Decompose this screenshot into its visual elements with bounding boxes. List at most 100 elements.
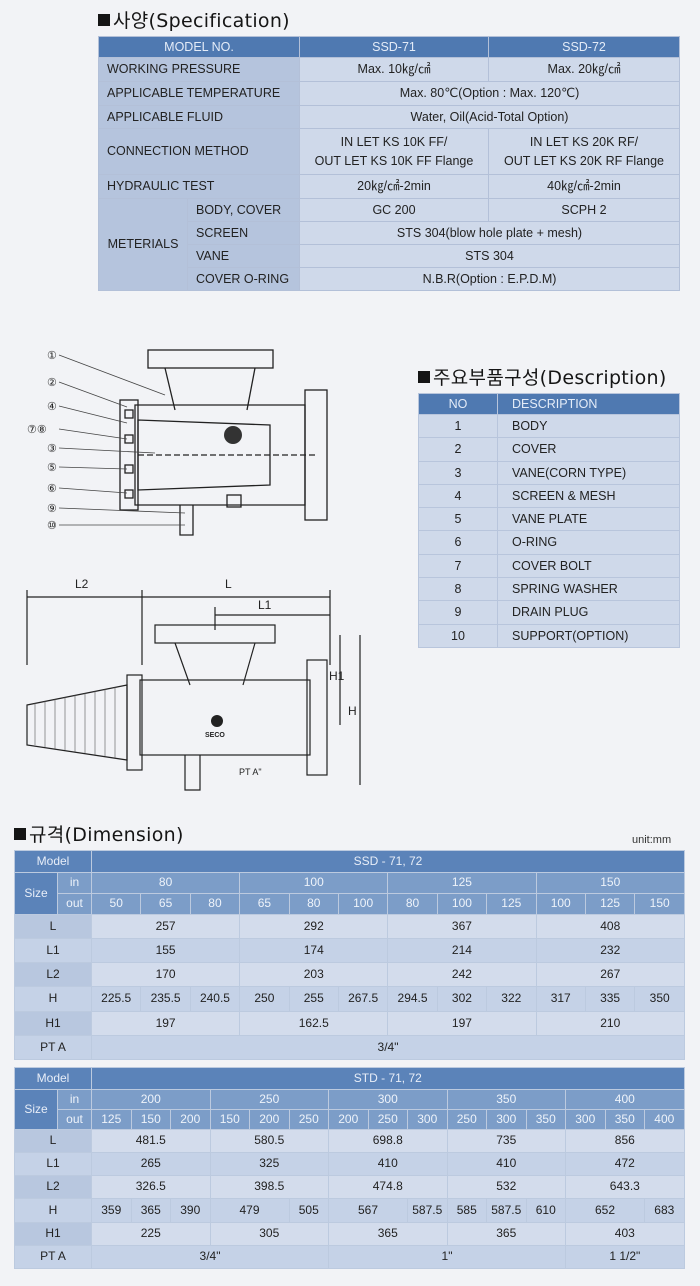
dim-cell: 408 xyxy=(535,914,686,939)
spec-value: Water, Oil(Acid-Total Option) xyxy=(299,105,680,129)
dim-out-size: 65 xyxy=(239,893,290,915)
dim-cell: 325 xyxy=(209,1152,329,1176)
dim-cell: 257 xyxy=(90,914,241,939)
dim-row-label: L xyxy=(14,1129,92,1153)
dim-row-label: H1 xyxy=(14,1222,92,1246)
spec-value: Max. 20㎏/㎠ xyxy=(488,57,680,82)
spec-header-ssd71: SSD-71 xyxy=(299,36,489,58)
desc-text: SUPPORT(OPTION) xyxy=(497,623,680,648)
dim-cell: 643.3 xyxy=(565,1175,685,1199)
dim-label-pta: PT A" xyxy=(239,767,262,777)
dim-out-size: 300 xyxy=(565,1109,606,1130)
dim-label-h1: H1 xyxy=(329,669,345,683)
dim-out-size: 150 xyxy=(130,1109,171,1130)
spec-header-ssd72: SSD-72 xyxy=(488,36,680,58)
dim-cell: 322 xyxy=(486,986,537,1012)
spec-label-cover-oring: COVER O-RING xyxy=(187,267,300,291)
spec-label-hydraulic-test: HYDRAULIC TEST xyxy=(98,174,300,199)
dim-cell: 410 xyxy=(446,1152,566,1176)
dim-in-size: 250 xyxy=(209,1089,329,1110)
dim-out-size: 350 xyxy=(525,1109,566,1130)
dim-size-label: Size xyxy=(14,872,58,915)
dim-in-size: 80 xyxy=(90,872,241,894)
desc-text: SCREEN & MESH xyxy=(497,483,680,509)
drawing-support xyxy=(179,505,194,536)
desc-text: VANE(CORN TYPE) xyxy=(497,460,680,485)
dim-model-label: Model xyxy=(14,1067,92,1090)
dim-cell: 292 xyxy=(239,914,389,939)
dim-in-size: 300 xyxy=(328,1089,448,1110)
dim-cell: 197 xyxy=(387,1011,537,1036)
dim-cell: 267 xyxy=(535,962,686,987)
dim-cell: 481.5 xyxy=(91,1129,211,1153)
dim-cell: 155 xyxy=(90,938,241,963)
spec-section-title: 사양(Specification) xyxy=(98,6,290,33)
dim-out-size: 250 xyxy=(288,1109,329,1130)
dim-cell: 235.5 xyxy=(140,986,191,1012)
spec-header-model: MODEL NO. xyxy=(98,36,300,58)
description-section-title: 주요부품구성(Description) xyxy=(418,363,667,390)
dim-cell: 479 xyxy=(209,1198,290,1223)
spec-label-working-pressure: WORKING PRESSURE xyxy=(98,57,300,82)
dim-label-l1: L1 xyxy=(258,598,272,612)
spec-label-materials: METERIALS xyxy=(98,198,188,291)
dim-cell: 225.5 xyxy=(90,986,142,1012)
dim-cell: 365 xyxy=(446,1222,566,1246)
dim-cell: 225 xyxy=(91,1222,211,1246)
dim-label-h: H xyxy=(348,704,357,718)
strainer-drawing: ① ② ④ ⑦⑧ ③ ⑤ ⑥ ⑨ ⑩ xyxy=(26,349,361,791)
dimension-section-title: 규격(Dimension) xyxy=(14,820,184,847)
dim-out-size: 125 xyxy=(584,893,636,915)
dim-cell: 683 xyxy=(644,1198,685,1223)
desc-text: COVER BOLT xyxy=(497,553,680,579)
dim-cell: 567 xyxy=(328,1198,408,1223)
dim-out-label: out xyxy=(57,893,92,915)
drawing-outlet-flange xyxy=(306,659,328,776)
desc-no: 1 xyxy=(418,413,498,439)
spec-value: Max. 10㎏/㎠ xyxy=(299,57,489,82)
spec-value: IN LET KS 20K RF/OUT LET KS 20K RF Flang… xyxy=(488,128,680,175)
dim-out-size: 200 xyxy=(249,1109,290,1130)
drawing-hole xyxy=(224,426,242,444)
dim-out-size: 80 xyxy=(189,893,241,915)
desc-header-no: NO xyxy=(418,393,498,415)
dim-cell: 242 xyxy=(387,962,537,987)
dim-out-size: 150 xyxy=(209,1109,250,1130)
dim-cell: 317 xyxy=(535,986,586,1012)
dim-cell: 698.8 xyxy=(328,1129,448,1153)
callout: ④ xyxy=(47,401,57,413)
dim-out-size: 400 xyxy=(644,1109,685,1130)
spec-value: N.B.R(Option : E.P.D.M) xyxy=(299,267,680,291)
callout: ③ xyxy=(47,443,57,455)
dim-cell: 255 xyxy=(288,986,339,1012)
desc-no: 7 xyxy=(418,553,498,579)
desc-no: 10 xyxy=(418,623,498,648)
dim-cell: 1 1/2" xyxy=(565,1245,685,1269)
drawing-bolt xyxy=(124,489,134,499)
dim-cell: 1" xyxy=(328,1245,566,1269)
dim-cell: 174 xyxy=(239,938,389,963)
dim-row-label: H1 xyxy=(14,1011,92,1036)
drawing-bolt xyxy=(124,409,134,419)
desc-no: 5 xyxy=(418,507,498,532)
dim-out-size: 300 xyxy=(486,1109,527,1130)
spec-label-screen: SCREEN xyxy=(187,221,300,245)
drawing-top-flange xyxy=(154,624,276,644)
dim-cell: 350 xyxy=(634,986,686,1012)
dim-cell: 856 xyxy=(565,1129,685,1153)
dim-out-size: 250 xyxy=(367,1109,408,1130)
drawing-neck xyxy=(164,367,256,411)
dim-row-label: PT A xyxy=(14,1035,92,1060)
dim-cell: 585 xyxy=(446,1198,487,1223)
desc-no: 4 xyxy=(418,483,498,509)
drawing-vane xyxy=(137,419,271,491)
dim-cell: 214 xyxy=(387,938,537,963)
dim-out-size: 300 xyxy=(407,1109,448,1130)
desc-text: VANE PLATE xyxy=(497,507,680,532)
dim-cell: 652 xyxy=(565,1198,645,1223)
dim-row-label: L2 xyxy=(14,962,92,987)
dim-out-size: 100 xyxy=(436,893,488,915)
dim-cell: 410 xyxy=(328,1152,448,1176)
callout: ① xyxy=(47,350,57,362)
